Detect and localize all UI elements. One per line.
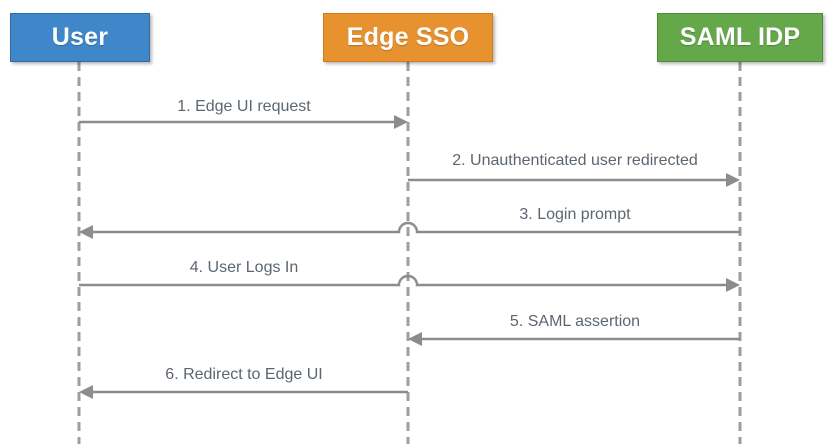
arrowhead-5 bbox=[408, 332, 422, 346]
message-arrow-3 bbox=[93, 221, 740, 234]
participant-label-edge-sso: Edge SSO bbox=[346, 23, 470, 51]
participant-label-user: User bbox=[51, 23, 109, 51]
participant-label-saml-idp: SAML IDP bbox=[679, 23, 801, 51]
message-label-4: 4. User Logs In bbox=[189, 259, 299, 276]
arrowhead-4 bbox=[726, 278, 740, 292]
arrowhead-3 bbox=[79, 225, 93, 239]
participant-box-edge-sso[interactable]: Edge SSO bbox=[323, 13, 493, 62]
arrowhead-2 bbox=[726, 173, 740, 187]
messages-group bbox=[79, 115, 740, 399]
lifelines-group bbox=[77, 62, 742, 444]
participant-box-user[interactable]: User bbox=[10, 13, 150, 62]
message-label-1: 1. Edge UI request bbox=[177, 98, 311, 115]
arrowhead-1 bbox=[394, 115, 408, 129]
message-label-2: 2. Unauthenticated user redirected bbox=[452, 152, 698, 169]
message-label-3: 3. Login prompt bbox=[519, 206, 631, 223]
message-arrow-4 bbox=[79, 274, 726, 287]
message-label-5: 5. SAML assertion bbox=[509, 313, 641, 330]
message-label-6: 6. Redirect to Edge UI bbox=[165, 366, 323, 383]
participant-box-saml-idp[interactable]: SAML IDP bbox=[657, 13, 823, 62]
arrowhead-6 bbox=[79, 385, 93, 399]
